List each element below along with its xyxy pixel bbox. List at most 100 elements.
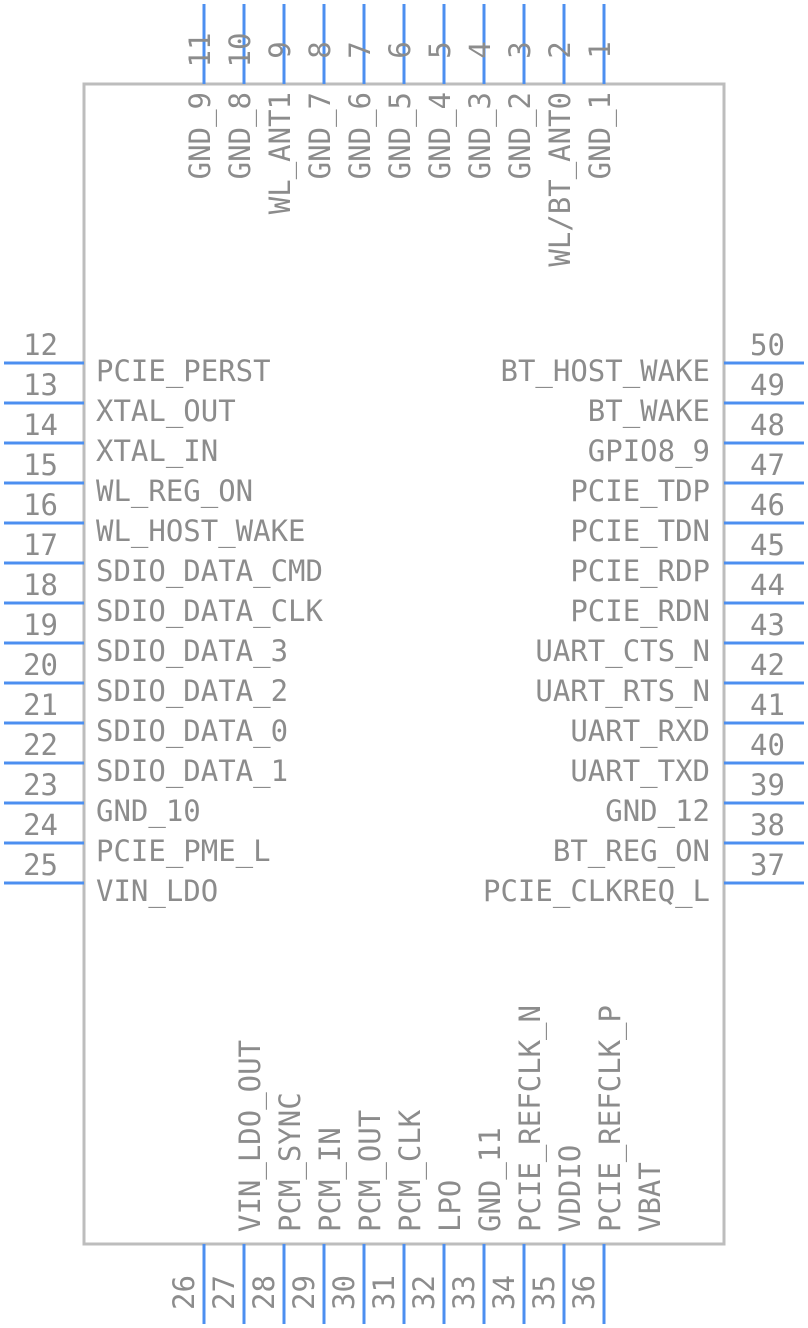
pin-label: XTAL_OUT xyxy=(96,394,236,429)
pin-label: WL/BT_ANT0 xyxy=(543,92,578,267)
pin-label: GND_3 xyxy=(463,92,498,179)
pin-label: PCIE_TDP xyxy=(570,474,710,509)
pin-label: GND_1 xyxy=(583,92,618,179)
pin-label: SDIO_DATA_CMD xyxy=(96,554,323,589)
pin-number: 6 xyxy=(383,41,417,58)
pin-label: GPIO8_9 xyxy=(588,434,710,469)
pin-label: GND_4 xyxy=(423,92,458,179)
pin-label: WL_REG_ON xyxy=(96,474,253,509)
pin-number: 46 xyxy=(750,488,785,522)
pin-label: GND_5 xyxy=(383,92,418,179)
pin-number: 41 xyxy=(750,688,785,722)
pin-label: PCM_OUT xyxy=(353,1110,388,1232)
pin-number: 39 xyxy=(750,768,785,802)
pin-number: 11 xyxy=(183,33,217,68)
pin-number: 13 xyxy=(23,368,58,402)
pin-number: 33 xyxy=(447,1275,481,1310)
pin-label: PCM_IN xyxy=(313,1127,348,1232)
pin-number: 45 xyxy=(750,528,785,562)
pin-label: UART_TXD xyxy=(570,754,710,789)
pin-label: BT_WAKE xyxy=(588,394,710,429)
pin-number: 27 xyxy=(207,1275,241,1310)
pin-label: WL_ANT1 xyxy=(263,92,298,214)
pin-number: 43 xyxy=(750,608,785,642)
pin-number: 32 xyxy=(407,1275,441,1310)
pin-number: 1 xyxy=(583,41,617,58)
pin-label: PCIE_TDN xyxy=(570,514,710,549)
pin-label: GND_6 xyxy=(343,92,378,179)
pin-number: 16 xyxy=(23,488,58,522)
pin-label: WL_HOST_WAKE xyxy=(96,514,306,549)
pin-label: VIN_LDO_OUT xyxy=(233,1040,268,1232)
pin-label: SDIO_DATA_0 xyxy=(96,714,288,749)
pin-number: 42 xyxy=(750,648,785,682)
pin-number: 9 xyxy=(263,41,297,58)
pin-label: LPO xyxy=(433,1180,467,1232)
pin-label: GND_12 xyxy=(605,794,710,829)
pin-number: 23 xyxy=(23,768,58,802)
pin-label: GND_9 xyxy=(183,92,218,179)
pin-label: GND_11 xyxy=(473,1127,508,1232)
pin-number: 36 xyxy=(567,1275,601,1310)
pin-label: PCIE_RDN xyxy=(570,594,710,629)
pin-number: 17 xyxy=(23,528,58,562)
pin-number: 3 xyxy=(503,41,537,58)
pin-number: 24 xyxy=(23,808,58,842)
pin-number: 31 xyxy=(367,1275,401,1310)
pin-number: 21 xyxy=(23,688,58,722)
pin-number: 44 xyxy=(750,568,785,602)
pin-label: SDIO_DATA_CLK xyxy=(96,594,324,629)
pin-label: XTAL_IN xyxy=(96,434,218,469)
pin-label: PCIE_RDP xyxy=(570,554,710,589)
pin-number: 12 xyxy=(23,328,58,362)
pin-number: 18 xyxy=(23,568,58,602)
pin-label: PCIE_REFCLK_P xyxy=(593,1005,628,1232)
pin-number: 8 xyxy=(303,41,337,58)
pin-label: UART_RXD xyxy=(570,714,710,749)
pin-label: UART_CTS_N xyxy=(535,634,710,669)
pin-label: PCIE_PME_L xyxy=(96,834,271,869)
pin-number: 48 xyxy=(750,408,785,442)
pin-number: 34 xyxy=(487,1275,521,1310)
pin-label: BT_HOST_WAKE xyxy=(500,354,710,389)
pin-number: 25 xyxy=(23,848,58,882)
pin-number: 29 xyxy=(287,1275,321,1310)
pin-number: 15 xyxy=(23,448,58,482)
pin-label: PCM_CLK xyxy=(393,1109,428,1232)
pin-label: PCIE_CLKREQ_L xyxy=(483,874,710,909)
pin-number: 20 xyxy=(23,648,58,682)
pin-label: BT_REG_ON xyxy=(553,834,710,869)
pin-number: 50 xyxy=(750,328,785,362)
pin-label: GND_10 xyxy=(96,794,201,829)
pin-number: 14 xyxy=(23,408,58,442)
pin-number: 7 xyxy=(343,41,377,58)
pin-label: GND_2 xyxy=(503,92,538,179)
pin-number: 49 xyxy=(750,368,785,402)
pin-label: VIN_LDO xyxy=(96,874,218,909)
pin-label: SDIO_DATA_2 xyxy=(96,674,288,709)
pin-label: SDIO_DATA_1 xyxy=(96,754,288,789)
pin-number: 38 xyxy=(750,808,785,842)
pin-number: 30 xyxy=(327,1275,361,1310)
pin-label: GND_7 xyxy=(303,92,338,179)
pin-number: 47 xyxy=(750,448,785,482)
pin-number: 26 xyxy=(167,1275,201,1310)
pin-number: 5 xyxy=(423,41,457,58)
pin-label: PCM_SYNC xyxy=(273,1092,308,1232)
pin-number: 19 xyxy=(23,608,58,642)
pin-label: VDDIO xyxy=(553,1145,587,1232)
pin-number: 35 xyxy=(527,1275,561,1310)
pin-number: 28 xyxy=(247,1275,281,1310)
pin-label: PCIE_PERST xyxy=(96,354,271,389)
pin-number: 40 xyxy=(750,728,785,762)
pin-number: 4 xyxy=(463,41,497,58)
pin-number: 22 xyxy=(23,728,58,762)
component-body xyxy=(82,82,726,1246)
pin-number: 37 xyxy=(750,848,785,882)
pin-label: UART_RTS_N xyxy=(535,674,710,709)
pin-number: 10 xyxy=(223,33,257,68)
pin-label: GND_8 xyxy=(223,92,258,179)
pin-label: SDIO_DATA_3 xyxy=(96,634,288,669)
pin-number: 2 xyxy=(543,41,577,58)
